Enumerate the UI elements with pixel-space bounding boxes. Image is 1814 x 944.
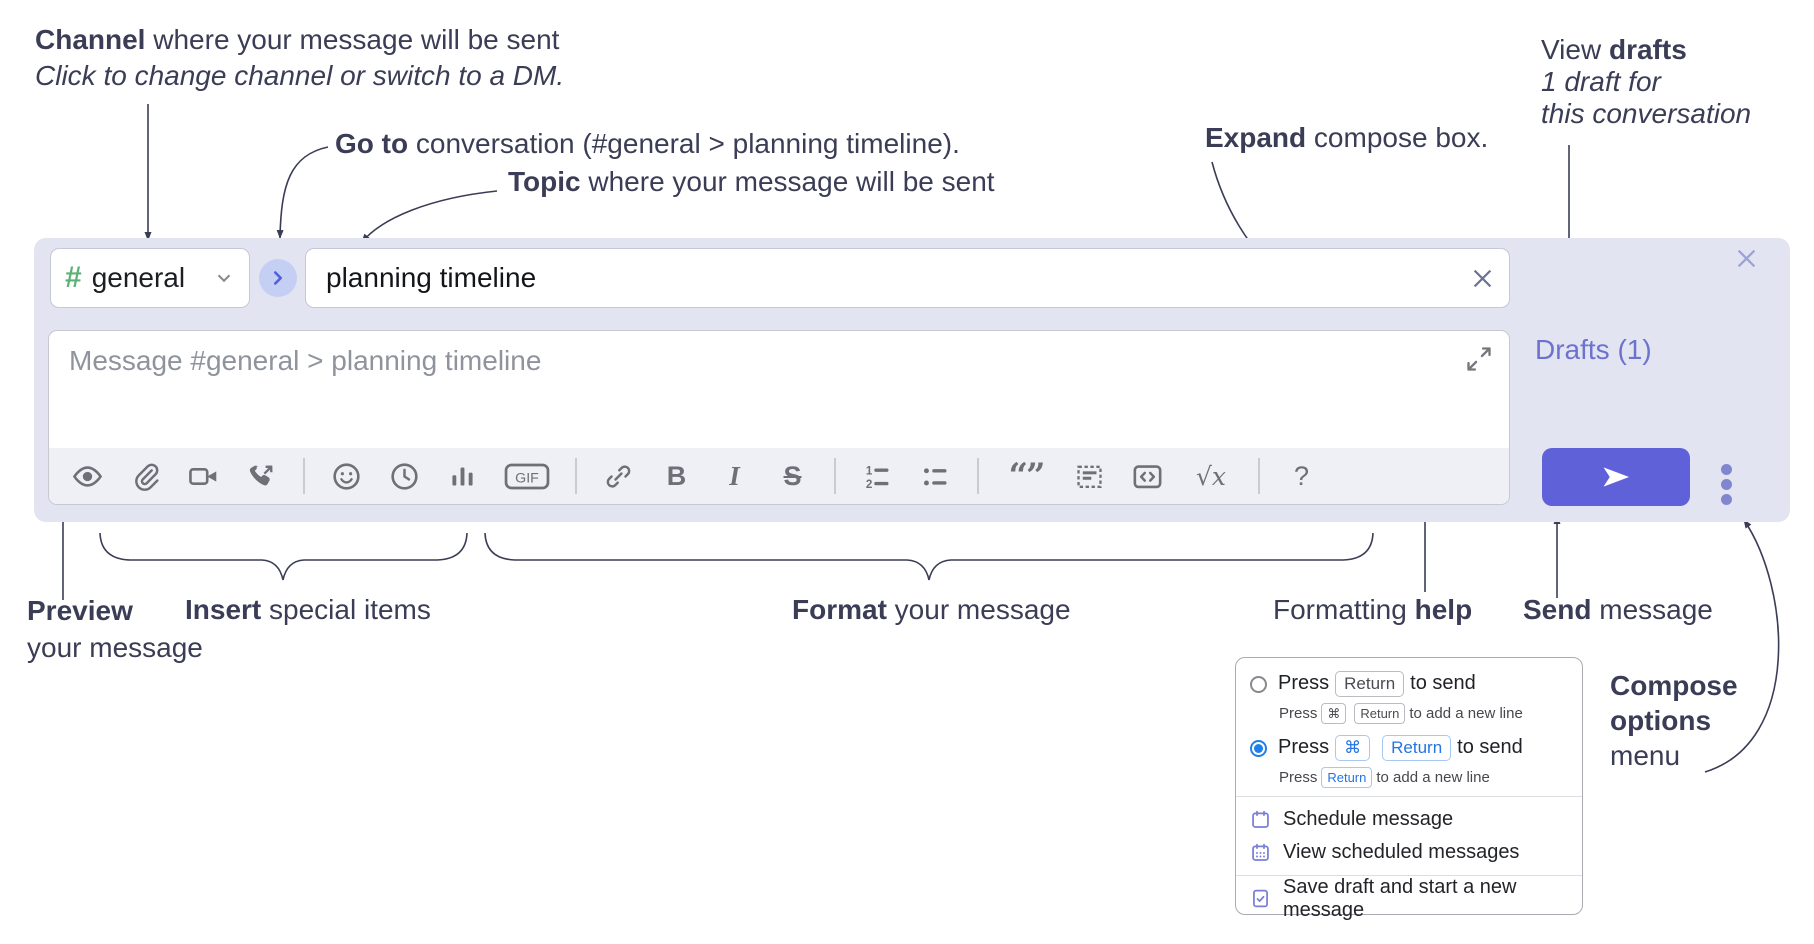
formatting-help-annotation: Formatting help (1273, 594, 1473, 625)
menu-item-label: Schedule message (1283, 808, 1454, 830)
view-drafts-annotation-line3: this conversation (1541, 98, 1752, 129)
toolbar-divider (303, 458, 305, 494)
go-to-conversation-button[interactable] (259, 259, 297, 297)
compose-box: # general (34, 238, 1790, 522)
video-call-icon[interactable] (187, 460, 220, 493)
toolbar-divider (977, 458, 979, 494)
help-icon[interactable]: ? (1293, 460, 1310, 491)
toolbar-divider (834, 458, 836, 494)
bulleted-list-icon[interactable] (919, 460, 952, 493)
scheduled-messages-icon (1252, 843, 1269, 861)
code-icon[interactable] (1131, 460, 1164, 493)
gif-icon[interactable]: GIF (504, 460, 550, 493)
bold-icon[interactable]: B (666, 460, 687, 491)
chevron-right-icon (273, 271, 283, 285)
send-icon (1603, 467, 1630, 487)
schedule-calendar-icon (1252, 810, 1269, 828)
expand-compose-icon[interactable] (1465, 345, 1493, 373)
spoiler-icon[interactable] (1073, 460, 1106, 493)
voice-call-icon[interactable] (245, 460, 278, 493)
menu-item-label: View scheduled messages (1283, 841, 1520, 863)
time-icon[interactable] (388, 460, 421, 493)
menu-item-label: Save draft and start a new message (1283, 875, 1517, 921)
quote-icon[interactable]: “” (1008, 456, 1045, 496)
toolbar-divider (1258, 458, 1260, 494)
view-drafts-annotation: View drafts (1541, 34, 1687, 65)
svg-text:GIF: GIF (515, 470, 539, 486)
channel-selector[interactable]: # general (50, 248, 250, 308)
radio-unselected-icon[interactable] (1250, 675, 1267, 693)
message-box: GIF B I S 12 “” (48, 330, 1510, 505)
topic-input[interactable] (305, 248, 1510, 308)
radio-selected-icon[interactable] (1250, 739, 1267, 757)
toolbar-divider (575, 458, 577, 494)
drafts-link[interactable]: Drafts (1) (1535, 334, 1652, 365)
compose-options-annotation: Compose options menu (1610, 670, 1738, 771)
send-button[interactable] (1542, 448, 1690, 506)
message-input[interactable] (49, 331, 1449, 457)
view-drafts-annotation-line2: 1 draft for (1541, 66, 1661, 97)
menu-item-view-scheduled[interactable]: View scheduled messages (1250, 836, 1568, 869)
channel-annotation-sub: Click to change channel or switch to a D… (35, 60, 565, 91)
channel-name: general (91, 262, 186, 293)
link-icon[interactable] (602, 460, 635, 493)
insert-annotation: Insert special items (185, 594, 431, 625)
format-annotation: Format your message (792, 594, 1071, 625)
menu-item-schedule-message[interactable]: Schedule message (1250, 803, 1568, 836)
topic-clear-icon[interactable] (1464, 260, 1500, 296)
svg-text:2: 2 (866, 478, 872, 491)
topic-annotation: Topic where your message will be sent (508, 166, 995, 197)
chevron-down-icon (217, 274, 231, 283)
channel-hash-icon: # (65, 261, 82, 294)
channel-annotation: Channel where your message will be sent (35, 24, 560, 55)
goto-annotation: Go to conversation (#general > planning … (335, 128, 960, 159)
math-icon[interactable]: √x (1195, 461, 1227, 491)
poll-icon[interactable] (446, 460, 479, 493)
expand-annotation: Expand compose box. (1205, 122, 1489, 153)
popup-divider (1236, 796, 1582, 797)
strikethrough-icon[interactable]: S (783, 460, 802, 491)
menu-item-save-draft[interactable]: Save draft and start a new message (1250, 876, 1568, 921)
italic-icon[interactable]: I (729, 460, 740, 491)
svg-text:1: 1 (866, 464, 873, 477)
attach-icon[interactable] (129, 460, 162, 493)
emoji-icon[interactable] (330, 460, 363, 493)
preview-icon[interactable] (71, 460, 104, 493)
compose-options-menu-icon[interactable] (1716, 460, 1736, 508)
close-compose-icon[interactable] (1728, 240, 1764, 276)
popup-divider (1236, 875, 1582, 876)
save-draft-icon (1253, 889, 1268, 908)
send-annotation: Send message (1523, 594, 1713, 625)
